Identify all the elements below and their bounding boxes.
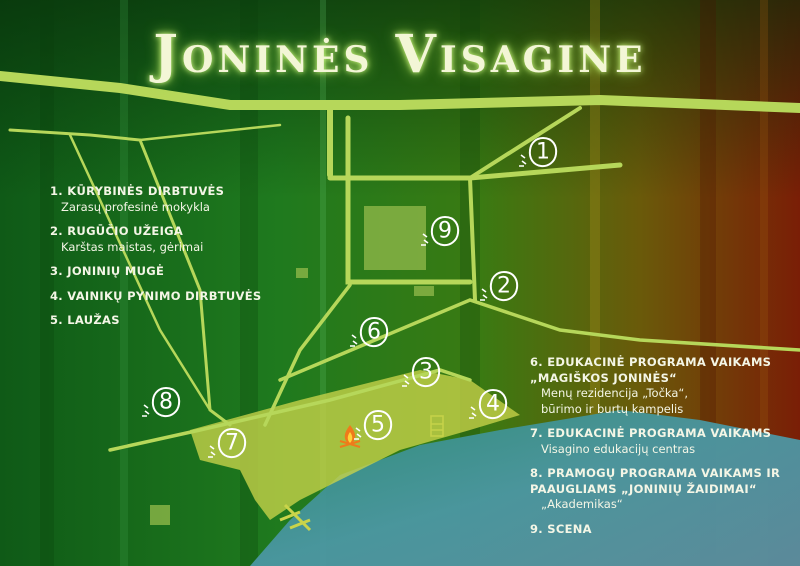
marker-sparkle-icon [142,404,150,417]
building [150,505,170,525]
legend-item-title: „MAGIŠKOS JONINĖS“ [530,370,678,385]
wreath-workshop-icon [430,415,444,437]
marker-sparkle-icon [421,233,429,246]
marker-outline [151,386,181,418]
marker-label: 3 [419,360,433,385]
marker-sparkle-icon [208,445,216,458]
marker-8: 8 [142,386,181,418]
map-markers: 1 2 3 4 5 6 7 8 9 [142,136,558,459]
marker-outline [528,136,558,168]
legend-item-title: 9. SCENA [530,521,592,536]
legend-item-subtitle: „Akademikas“ [541,497,623,512]
legend-item: 5. LAUŽAS [50,313,290,329]
legend-item-title: 2. RUGŪČIO UŽEIGA [50,224,184,239]
legend-item-title: PAAUGLIAMS „JONINIŲ ŽAIDIMAI“ [530,481,757,496]
road-west-diag [68,133,212,412]
lake [250,410,800,566]
marker-1: 1 [519,136,558,168]
marker-label: 2 [497,274,511,299]
marker-outline [359,316,389,348]
legend-item-subtitle: Zarasų profesinė mokykla [61,199,210,214]
legend-item: 4. VAINIKŲ PYNIMO DIRBTUVĖS [50,289,290,305]
main-highway [0,71,800,113]
marker-5: 5 [354,409,393,441]
legend-item: 6. EDUKACINĖ PROGRAMA VAIKAMS„MAGIŠKOS J… [530,355,790,417]
road-mid-east [278,298,800,382]
building [296,268,308,278]
road-stage-loop [345,115,473,285]
stage-area [364,206,426,270]
legend-item-subtitle: Karštas maistas, gėrimai [61,239,204,254]
marker-sparkle-icon [480,288,488,301]
marker-outline [411,356,441,388]
road-south-vertical [468,176,477,302]
marker-3: 3 [402,356,441,388]
marker-sparkle-icon [354,427,362,440]
legend-item: 9. SCENA [530,522,790,538]
marker-label: 8 [159,390,173,415]
roads [0,71,800,452]
marker-7: 7 [208,427,247,459]
road-to-shore [263,283,352,427]
marker-sparkle-icon [350,334,358,347]
legend-item-subtitle: būrimo ir burtų kampelis [541,401,684,416]
marker-label: 6 [367,320,381,345]
road-ne-diagonal [468,106,582,180]
marker-4: 4 [469,388,508,420]
road-lower [108,368,472,452]
marker-outline [430,215,460,247]
marker-label: 5 [371,413,385,438]
legend-item-title: 7. EDUKACINĖ PROGRAMA VAIKAMS [530,426,772,441]
building [414,286,434,296]
bonfire-icon [339,425,361,448]
road-west-long [8,128,232,427]
marker-label: 9 [438,219,452,244]
marker-9: 9 [421,215,460,247]
marker-outline [489,270,519,302]
legend-item-title: 8. PRAMOGŲ PROGRAMA VAIKAMS IR [530,466,781,481]
legend-item-title: 5. LAUŽAS [50,313,120,328]
marker-sparkle-icon [402,374,410,387]
marker-label: 7 [225,431,239,456]
legend-item-title: 4. VAINIKŲ PYNIMO DIRBTUVĖS [50,288,262,303]
legend-item: 3. JONINIŲ MUGĖ [50,264,290,280]
marker-outline [363,409,393,441]
page-title: Joninės Visagine [153,24,647,85]
marker-label: 1 [536,140,550,165]
road-north-west [138,123,282,142]
marker-label: 4 [486,392,500,417]
legend-item-title: 3. JONINIŲ MUGĖ [50,264,165,279]
marker-6: 6 [350,316,389,348]
legend-item-title: 6. EDUKACINĖ PROGRAMA VAIKAMS [530,355,772,369]
marker-outline [478,388,508,420]
marker-sparkle-icon [469,406,477,419]
legend-item-title: 1. KŪRYBINĖS DIRBTUVĖS [50,184,225,198]
pier [279,503,312,532]
marker-sparkle-icon [519,154,527,167]
marker-outline [217,427,247,459]
marker-2: 2 [480,270,519,302]
legend-right: 6. EDUKACINĖ PROGRAMA VAIKAMS„MAGIŠKOS J… [530,355,790,546]
legend-item-subtitle: Menų rezidencija „Točka“, [541,386,689,401]
legend-item-subtitle: Visagino edukacijų centras [541,441,696,456]
